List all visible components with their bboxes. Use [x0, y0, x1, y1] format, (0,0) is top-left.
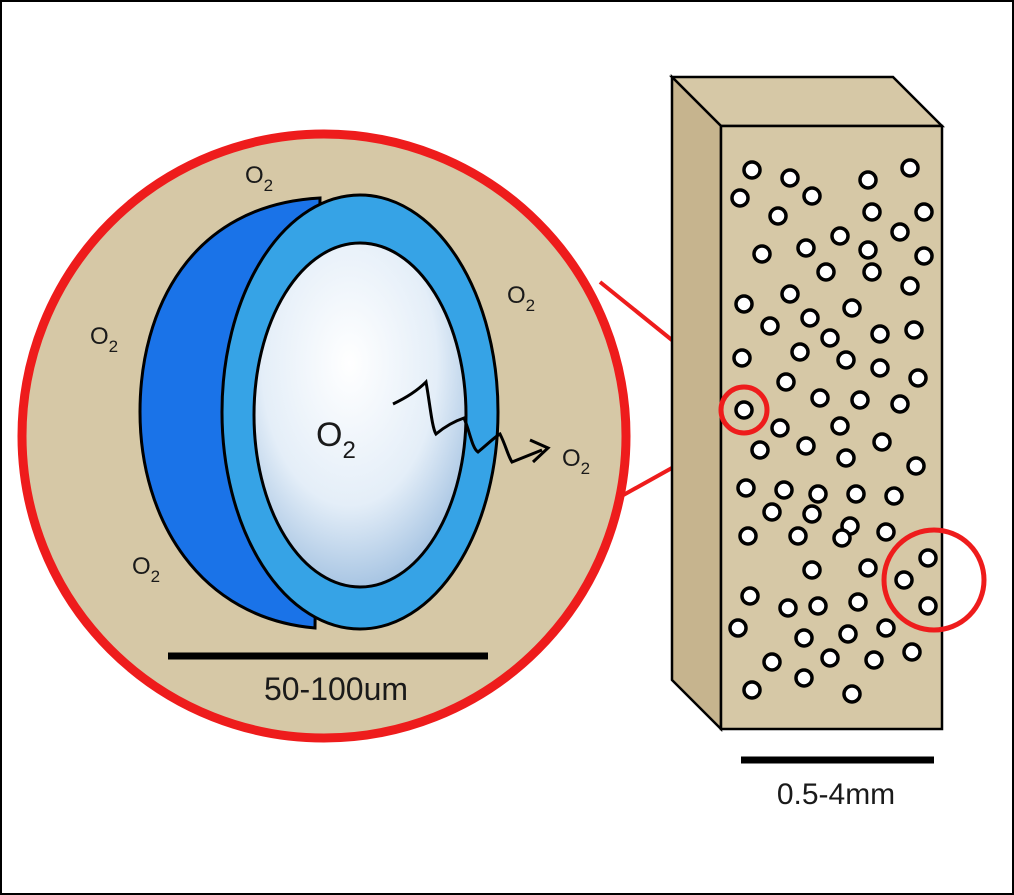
- scaffold-pore: [794, 628, 814, 648]
- scaffold-pore: [858, 240, 878, 260]
- scaffold-pore: [870, 324, 890, 344]
- scaffold-pore: [742, 160, 762, 180]
- scaffold-pore: [802, 504, 822, 524]
- scaffold-highlight-ring-zoomed: [718, 384, 770, 436]
- scaffold-pore: [836, 350, 856, 370]
- o2-label-outer-top: O2: [245, 162, 273, 195]
- scaffold-pore: [732, 348, 752, 368]
- o2-label-diffused: O2: [562, 445, 590, 478]
- scaffold-pore: [794, 668, 814, 688]
- scaffold-pore: [808, 596, 828, 616]
- scaffold-pore: [890, 222, 910, 242]
- scaffold-pore: [802, 186, 822, 206]
- o2-label-outer-right: O2: [507, 282, 535, 315]
- magnified-scale-label: 50-100um: [264, 671, 408, 707]
- scaffold-pore: [802, 560, 822, 580]
- scaffold-pore: [906, 456, 926, 476]
- scaffold-pore: [914, 246, 934, 266]
- scaffold-pore: [780, 284, 800, 304]
- scaffold-pore: [728, 618, 748, 638]
- scaffold-pore: [864, 650, 884, 670]
- scaffold-pore: [816, 262, 836, 282]
- scaffold-highlight-ring-edge: [881, 527, 987, 633]
- scaffold-pore: [902, 642, 922, 662]
- scaffold-pore: [872, 432, 892, 452]
- scaffold-pore: [780, 168, 800, 188]
- scaffold-pore: [734, 400, 754, 420]
- scaffold-side-face: [670, 73, 723, 733]
- scaffold-pore: [870, 358, 890, 378]
- scaffold-pore: [808, 484, 828, 504]
- scaffold-pore: [836, 448, 856, 468]
- scaffold-pore: [838, 624, 858, 644]
- scaffold-pore: [846, 484, 866, 504]
- scaffold-pore: [776, 372, 796, 392]
- scaffold-pore: [862, 202, 882, 222]
- diffusion-arrow: [392, 378, 543, 464]
- o2-label-outer-left: O2: [90, 323, 118, 356]
- scaffold-pore: [858, 558, 878, 578]
- scaffold-pores: [728, 158, 938, 704]
- scaffold-pore: [894, 570, 914, 590]
- scaffold-pore: [820, 648, 840, 668]
- scaffold-pore: [900, 158, 920, 178]
- scaffold-pore: [796, 238, 816, 258]
- scaffold-pore: [734, 294, 754, 314]
- scaffold-pore: [858, 170, 878, 190]
- scaffold-pore: [788, 526, 808, 546]
- scaffold-pore: [796, 436, 816, 456]
- scaffold-pore: [830, 416, 850, 436]
- scaffold-pore: [862, 262, 882, 282]
- scaffold-pore: [774, 480, 794, 500]
- diffusion-arrowhead: [529, 438, 551, 464]
- scaffold-pore: [742, 680, 762, 700]
- scaffold-pore: [810, 388, 830, 408]
- scaffold-pore: [904, 320, 924, 340]
- scaffold-pore: [830, 226, 850, 246]
- scaffold-pore: [820, 328, 840, 348]
- scaffold-pore: [736, 478, 756, 498]
- o2-label-outer-bottom: O2: [132, 553, 160, 586]
- microsphere-core: [252, 241, 468, 589]
- scaffold-pore: [832, 528, 852, 548]
- scaffold-pore: [738, 526, 758, 546]
- scaffold-pore: [900, 276, 920, 296]
- scaffold-pore: [770, 418, 790, 438]
- scaffold-pore: [884, 486, 904, 506]
- scaffold-pore: [760, 316, 780, 336]
- scaffold-pore: [876, 522, 896, 542]
- scaffold-pore: [918, 596, 938, 616]
- scaffold-pore: [762, 652, 782, 672]
- scaffold-pore: [778, 598, 798, 618]
- scaffold-pore: [768, 206, 788, 226]
- scaffold-pore: [850, 390, 870, 410]
- scaffold-pore: [790, 342, 810, 362]
- scaffold-pore: [848, 592, 868, 612]
- scaffold-pore: [914, 202, 934, 222]
- scaffold-pore: [730, 188, 750, 208]
- scaffold-pore: [752, 244, 772, 264]
- o2-label-inner: O2: [316, 416, 356, 464]
- scaffold-pore: [750, 440, 770, 460]
- scaffold-pore: [918, 548, 938, 568]
- scaffold-pore: [842, 684, 862, 704]
- scaffold-scale-label: 0.5-4mm: [777, 778, 895, 811]
- scaffold-pore: [908, 368, 928, 388]
- scaffold-pore: [762, 502, 782, 522]
- scaffold-pore: [740, 586, 760, 606]
- scaffold-pore: [842, 298, 862, 318]
- scaffold-pore: [800, 308, 820, 328]
- scaffold-pore: [890, 394, 910, 414]
- scaffold-pore: [876, 618, 896, 638]
